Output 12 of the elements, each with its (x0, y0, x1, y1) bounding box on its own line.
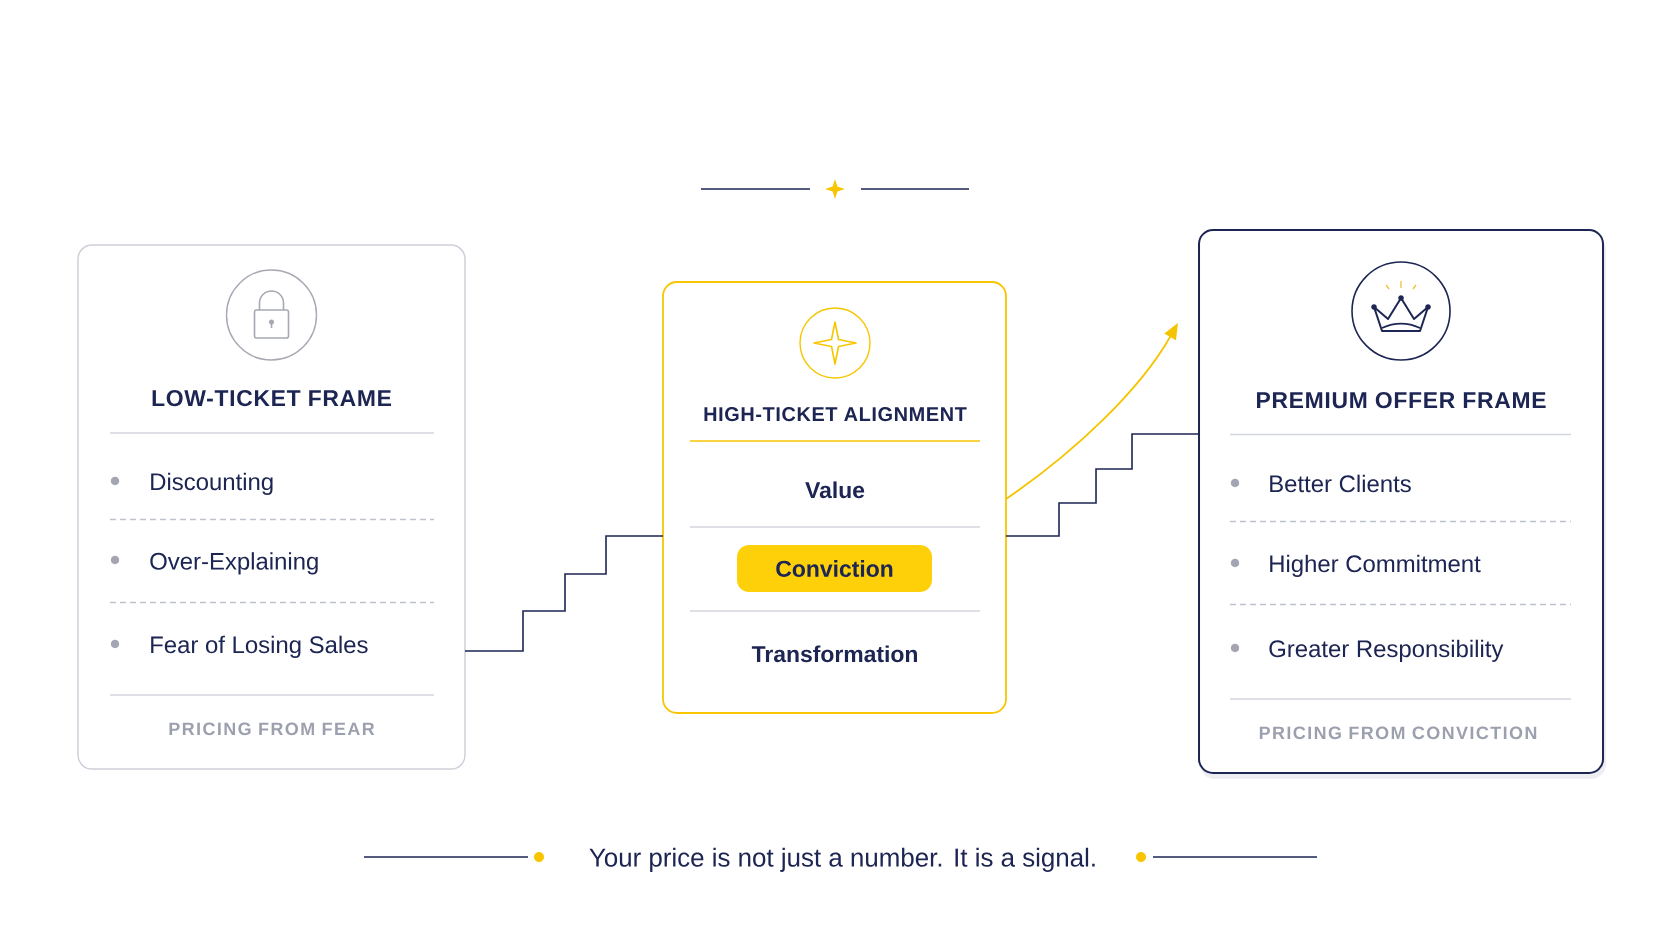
list-item: Over-Explaining (150, 552, 318, 575)
card-footer: PRICING FROM FEAR (169, 722, 375, 736)
list-item: Transformation (751, 645, 917, 663)
card-title: LOW-TICKET FRAME (152, 390, 391, 407)
step-line (464, 535, 664, 652)
list-item: Discounting (151, 472, 273, 495)
highlight-pill: Conviction (737, 545, 932, 592)
caption: Your price is not just a number. It is a signal. (589, 847, 1095, 872)
list-item: Fear of Losing Sales (151, 635, 368, 658)
card-title: HIGH-TICKET ALIGNMENT (704, 407, 967, 422)
list-item: Value (805, 481, 865, 499)
step-line (1005, 433, 1200, 537)
